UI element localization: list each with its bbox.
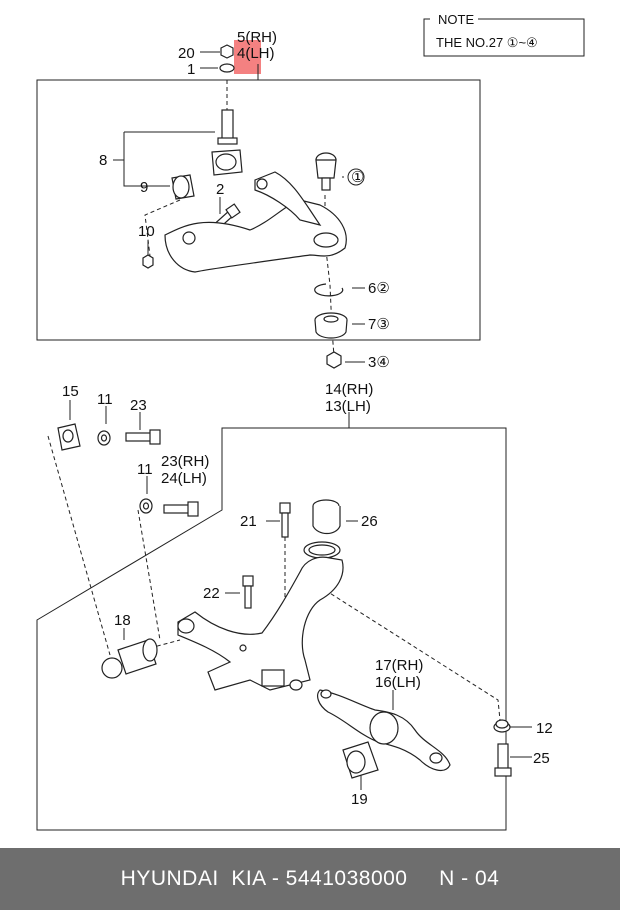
label-2: 2 (216, 181, 224, 198)
label-4: 4(LH) (237, 45, 275, 62)
note-title: NOTE (438, 12, 474, 27)
label-21: 21 (240, 513, 257, 530)
circle-marker: ① (347, 168, 365, 186)
label-23b: 23(RH) (161, 453, 209, 470)
svg-text:①: ① (351, 169, 364, 186)
label-13: 13(LH) (325, 398, 371, 415)
label-11a: 11 (97, 391, 113, 408)
label-8: 8 (99, 152, 107, 169)
label-26: 26 (361, 513, 378, 530)
lower-arm-frame (36, 427, 507, 831)
label-25: 25 (533, 750, 550, 767)
parts-diagram: NOTE THE NO.27 ①~④ (36, 12, 585, 831)
label-11b: 11 (137, 461, 153, 478)
upper-arm-frame (36, 79, 481, 341)
label-17: 17(RH) (375, 657, 423, 674)
label-24: 24(LH) (161, 470, 207, 487)
footer-text: HYUNDAI KIA - 5441038000 N - 04 (120, 867, 500, 890)
label-9: 9 (140, 179, 148, 196)
label-23a: 23 (130, 397, 147, 414)
label-22: 22 (203, 585, 220, 602)
label-1: 1 (187, 61, 195, 78)
label-3: 3④ (368, 354, 390, 371)
callout-labels: 20 1 5(RH) 4(LH) 8 9 2 10 6② 7③ 3④ 15 11… (62, 29, 553, 808)
note-box: NOTE THE NO.27 ①~④ (423, 12, 585, 57)
label-5: 5(RH) (237, 29, 277, 46)
label-18: 18 (114, 612, 131, 629)
label-20: 20 (178, 45, 195, 62)
label-12: 12 (536, 720, 553, 737)
label-6: 6② (368, 280, 390, 297)
note-text: THE NO.27 ①~④ (436, 35, 538, 50)
label-16: 16(LH) (375, 674, 421, 691)
label-19: 19 (351, 791, 368, 808)
label-10: 10 (138, 223, 155, 240)
footer-bar: HYUNDAI KIA - 5441038000 N - 04 (0, 848, 620, 910)
label-7: 7③ (368, 316, 390, 333)
label-15: 15 (62, 383, 79, 400)
label-14: 14(RH) (325, 381, 373, 398)
highlight-box (234, 40, 261, 74)
